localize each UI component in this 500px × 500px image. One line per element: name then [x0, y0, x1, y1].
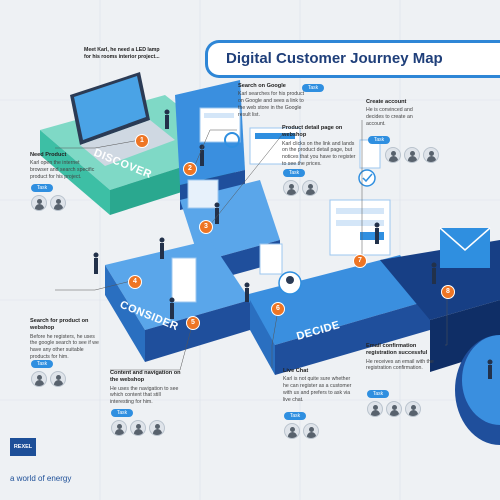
avatar-icon	[283, 180, 299, 196]
step-marker-6: 6	[271, 302, 285, 316]
step-marker-1: 1	[135, 134, 149, 148]
avatar-icon	[303, 423, 319, 439]
step-2-task-button[interactable]: Task	[302, 84, 324, 92]
step-4-heading: Search for product on webshop	[30, 318, 89, 332]
rexel-logo: REXEL	[10, 438, 36, 456]
step-5-note: Content and navigation on the webshop He…	[110, 370, 182, 406]
step-2-text: Karl searches for his product on Google …	[238, 91, 305, 118]
avatar-icon	[130, 420, 146, 436]
avatar-icon	[50, 371, 66, 387]
laptop-illustration	[70, 72, 175, 166]
step-4-note: Search for product on webshop Before he …	[30, 318, 100, 361]
step-6-note: Live Chat Karl is not quite sure whether…	[283, 368, 353, 403]
logo-mark: REXEL	[10, 438, 36, 456]
avatar-icon	[111, 420, 127, 436]
step-4-text: Before he registers, he uses the google …	[30, 333, 99, 360]
intro-note: Meet Karl, he need a LED lamp for his ro…	[84, 47, 160, 60]
step-5-text: He uses the navigation to see which cont…	[110, 385, 179, 406]
step-2-note: Search on Google Karl searches for his p…	[238, 83, 310, 118]
avatar-icon	[423, 147, 439, 163]
step-6-heading: Live Chat	[283, 368, 309, 374]
title-banner: Digital Customer Journey Map	[205, 40, 500, 78]
step-6-task-button[interactable]: Task	[284, 412, 306, 420]
step-7-task-button[interactable]: Task	[368, 136, 390, 144]
step-8-text: He receives an email with the registrati…	[366, 358, 434, 372]
step-3-note: Product detail page on webshop Karl clic…	[282, 125, 356, 168]
avatar-icon	[405, 401, 421, 417]
step-3-task-button[interactable]: Task	[283, 169, 305, 177]
step-marker-8: 8	[441, 285, 455, 299]
step-7-note: Create account He is convinced and decid…	[366, 99, 426, 128]
page-title: Digital Customer Journey Map	[226, 50, 443, 67]
step-1-avatars	[31, 195, 66, 211]
step-3-heading: Product detail page on webshop	[282, 125, 343, 139]
step-2-heading: Search on Google	[238, 83, 286, 89]
avatar-icon	[284, 423, 300, 439]
step-8-heading: Email confirmation registration successf…	[366, 343, 428, 357]
step-1-note: Need Product Karl open the internet brow…	[30, 152, 98, 181]
avatar-icon	[404, 147, 420, 163]
step-marker-4: 4	[128, 275, 142, 289]
avatar-icon	[302, 180, 318, 196]
step-8-avatars	[367, 401, 421, 417]
step-1-task-button[interactable]: Task	[31, 184, 53, 192]
avatar-icon	[385, 147, 401, 163]
step-marker-2: 2	[183, 162, 197, 176]
step-marker-7: 7	[353, 254, 367, 268]
step-5-heading: Content and navigation on the webshop	[110, 370, 181, 384]
step-1-text: Karl open the internet browser and searc…	[30, 160, 95, 180]
decide-path	[245, 255, 430, 375]
brand-tagline: a world of energy	[10, 474, 72, 483]
step-5-avatars	[111, 420, 165, 436]
avatar-icon	[386, 401, 402, 417]
step-1-heading: Need Product	[30, 152, 67, 158]
step-4-task-button[interactable]: Task	[31, 360, 53, 368]
step-7-heading: Create account	[366, 99, 407, 105]
step-marker-3: 3	[199, 220, 213, 234]
avatar-icon	[31, 371, 47, 387]
avatar-icon	[367, 401, 383, 417]
step-7-avatars	[385, 147, 439, 163]
step-7-text: He is convinced and decides to create an…	[366, 107, 413, 127]
step-6-text: Karl is not quite sure whether he can re…	[283, 376, 352, 403]
step-marker-5: 5	[186, 316, 200, 330]
avatar-icon	[50, 195, 66, 211]
step-8-task-button[interactable]: Task	[367, 390, 389, 398]
avatar-icon	[31, 195, 47, 211]
step-5-task-button[interactable]: Task	[111, 409, 133, 417]
step-6-avatars	[284, 423, 319, 439]
step-3-avatars	[283, 180, 318, 196]
floating-panels	[171, 107, 491, 303]
step-3-text: Karl clicks on the link and lands on the…	[282, 140, 356, 167]
step-4-avatars	[31, 371, 66, 387]
step-8-note: Email confirmation registration successf…	[366, 343, 438, 372]
avatar-icon	[149, 420, 165, 436]
